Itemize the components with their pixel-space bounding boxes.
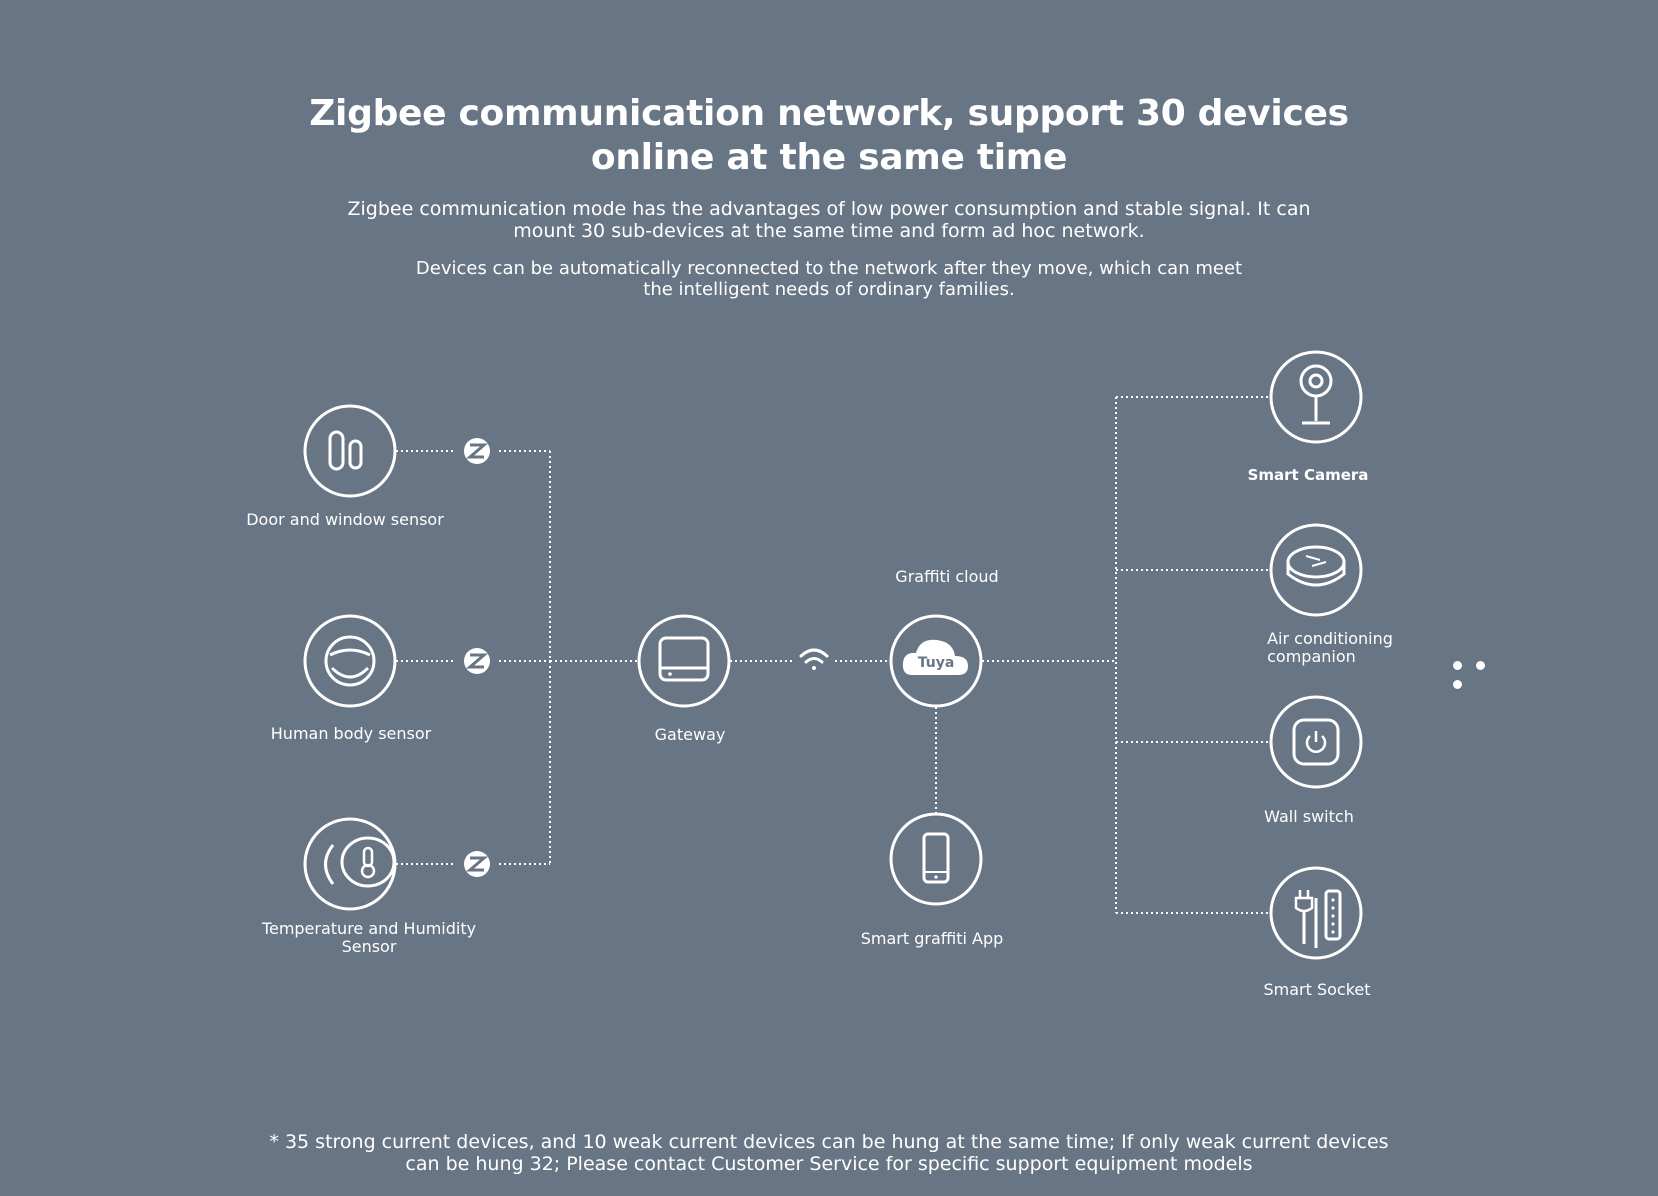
- wifi-icon: [799, 648, 829, 670]
- smartphone-icon: [889, 812, 983, 906]
- zigbee-icon: [464, 851, 490, 877]
- title-line-2: online at the same time: [590, 137, 1068, 178]
- aircon-companion-icon: [1269, 523, 1363, 617]
- camera-label: Smart Camera: [1247, 466, 1369, 484]
- power-strip-icon: [1269, 866, 1363, 960]
- body-sensor-label: Human body sensor: [270, 724, 432, 743]
- thermometer-icon: [303, 817, 397, 911]
- socket-label: Smart Socket: [1263, 980, 1371, 999]
- footnote-line-2: can be hung 32; Please contact Customer …: [405, 1153, 1253, 1175]
- page-title: Zigbee communication network, support 30…: [0, 92, 1658, 180]
- power-switch-icon: [1269, 695, 1363, 789]
- temp-sensor-label: Temperature and Humidity Sensor: [262, 920, 476, 956]
- intro-line-2: mount 30 sub-devices at the same time an…: [513, 220, 1145, 242]
- cloud-icon: Tuya: [889, 614, 983, 708]
- door-sensor-label: Door and window sensor: [246, 510, 444, 529]
- intro-paragraph: Zigbee communication mode has the advant…: [0, 198, 1658, 242]
- app-label: Smart graffiti App: [860, 929, 1004, 948]
- door-sensor-icon: [303, 404, 397, 498]
- cloud-label: Graffiti cloud: [895, 567, 999, 586]
- motion-sensor-icon: [303, 614, 397, 708]
- zigbee-icon: [464, 648, 490, 674]
- more-devices-ellipsis: [1453, 655, 1513, 689]
- switch-label: Wall switch: [1264, 807, 1354, 826]
- footnote-line-1: * 35 strong current devices, and 10 weak…: [269, 1131, 1389, 1153]
- intro-line-1: Zigbee communication mode has the advant…: [347, 198, 1311, 220]
- reconnect-line-2: the intelligent needs of ordinary famili…: [643, 279, 1015, 300]
- reconnect-paragraph: Devices can be automatically reconnected…: [0, 258, 1658, 300]
- zigbee-icon: [464, 438, 490, 464]
- title-line-1: Zigbee communication network, support 30…: [309, 93, 1349, 134]
- aircon-label-line-1: Air conditioning: [1267, 629, 1393, 648]
- reconnect-line-1: Devices can be automatically reconnected…: [415, 258, 1243, 279]
- aircon-label: Air conditioning companion: [1267, 630, 1393, 666]
- gateway-label: Gateway: [654, 725, 726, 744]
- gateway-icon: [637, 614, 731, 708]
- footnote: * 35 strong current devices, and 10 weak…: [0, 1131, 1658, 1175]
- temp-sensor-label-line-2: Sensor: [341, 937, 397, 956]
- temp-sensor-label-line-1: Temperature and Humidity: [261, 919, 477, 938]
- camera-icon: [1269, 350, 1363, 444]
- aircon-label-line-2: companion: [1267, 647, 1356, 666]
- cloud-logo-text: Tuya: [918, 655, 955, 671]
